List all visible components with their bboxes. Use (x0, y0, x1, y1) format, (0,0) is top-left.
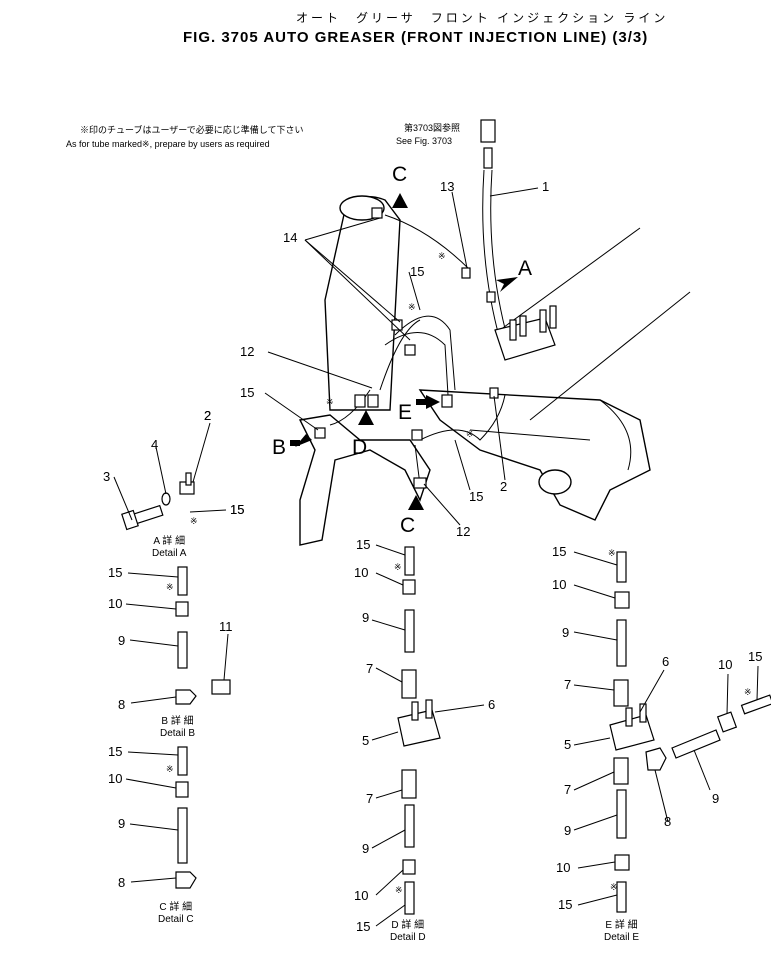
detail-a-callout-15: 15 (230, 502, 245, 517)
detail-c-callout-15: 15 (108, 744, 123, 759)
tube-mark-4: ※ (466, 429, 474, 439)
detail-b-caption-japanese: B 詳 細 (161, 716, 194, 727)
callout-12-left: 12 (240, 344, 255, 359)
detail-e-drawing (573, 551, 771, 913)
detail-b-callout-11: 11 (219, 619, 233, 634)
view-label-d: D (352, 436, 368, 459)
detail-e-callout-8: 8 (664, 814, 672, 829)
detail-a-callout-2: 2 (204, 408, 212, 423)
detail-d-callout-9-bottom: 9 (362, 841, 370, 856)
detail-e-caption-japanese: E 詳 細 (605, 920, 638, 931)
detail-e-callout-15-side: 15 (748, 649, 763, 664)
detail-b-drawing (125, 566, 231, 705)
detail-e-tube-mark-side: ※ (744, 687, 752, 697)
callout-15-top: 15 (410, 264, 425, 279)
detail-e-callout-6: 6 (662, 654, 670, 669)
detail-e-callout-5: 5 (564, 737, 572, 752)
callout-13: 13 (440, 179, 455, 194)
detail-b-callout-8: 8 (118, 697, 126, 712)
detail-d-drawing (371, 544, 485, 927)
detail-a-caption: A 詳 細 Detail A (152, 536, 186, 559)
callout-2-detail-a: 2 (204, 408, 212, 423)
reference-note-japanese: 第3703図参照 (404, 123, 461, 133)
view-arrows (290, 193, 518, 510)
detail-c-tube-mark: ※ (166, 764, 174, 774)
detail-e-tube-mark-top: ※ (608, 548, 616, 558)
detail-d-callout-10-bottom: 10 (354, 888, 369, 903)
detail-e-caption-english: Detail E (604, 931, 640, 943)
reference-note: See Fig. 3703 (396, 136, 453, 146)
front-frame (298, 195, 691, 546)
detail-e-callout-7-top: 7 (564, 677, 572, 692)
callout-1: 1 (542, 179, 550, 194)
view-label-a: A (518, 257, 533, 280)
detail-c-callout-10: 10 (108, 771, 123, 786)
detail-e-callout-10-bottom: 10 (556, 860, 571, 875)
detail-b-tube-mark: ※ (166, 582, 174, 592)
tube-mark-2: ※ (408, 302, 416, 312)
detail-d-callout-9-top: 9 (362, 610, 370, 625)
callout-15-detail-a: 15 (230, 502, 245, 517)
detail-e-callout-9-side: 9 (712, 791, 720, 806)
detail-a-callout-4: 4 (151, 437, 159, 452)
detail-e-callout-7-bottom: 7 (564, 782, 572, 797)
view-label-e: E (398, 401, 413, 424)
detail-d-tube-mark-bottom: ※ (395, 885, 403, 895)
detail-d-callout-6: 6 (488, 697, 496, 712)
view-label-c-bottom: C (400, 514, 416, 537)
detail-c-callout-8: 8 (118, 875, 126, 890)
detail-d-caption-english: Detail D (390, 931, 426, 943)
detail-a-tube-mark: ※ (190, 516, 198, 526)
detail-d-callout-7-bottom: 7 (366, 791, 374, 806)
view-label-b: B (272, 436, 287, 459)
detail-b-callout-15: 15 (108, 565, 123, 580)
leader-lines (264, 187, 539, 526)
detail-a-caption-english: Detail A (152, 547, 187, 559)
callout-14: 14 (283, 230, 298, 245)
figure-title: FIG. 3705 AUTO GREASER (FRONT INJECTION … (183, 29, 649, 46)
callout-15-right: 15 (469, 489, 484, 504)
detail-d-callout-15-top: 15 (356, 537, 371, 552)
detail-e-callout-10-top: 10 (552, 577, 567, 592)
detail-b-callout-9: 9 (118, 633, 126, 648)
detail-d-callout-10-top: 10 (354, 565, 369, 580)
detail-c-callout-9: 9 (118, 816, 126, 831)
callout-2-main: 2 (500, 479, 508, 494)
detail-b-caption: B 詳 細 Detail B (160, 716, 195, 739)
detail-e-callout-9-bottom: 9 (564, 823, 572, 838)
tube-note-japanese: ※印のチューブはユーザーで必要に応じ準備して下さい (80, 125, 304, 135)
callout-15-left: 15 (240, 385, 255, 400)
detail-d-callout-7-top: 7 (366, 661, 374, 676)
detail-e-callout-9-top: 9 (562, 625, 570, 640)
detail-e-tube-mark-bottom: ※ (610, 882, 618, 892)
detail-e-caption: E 詳 細 Detail E (604, 920, 639, 943)
detail-c-caption-english: Detail C (158, 913, 194, 925)
detail-a-caption-japanese: A 詳 細 (153, 536, 186, 547)
tube-mark-1: ※ (438, 251, 446, 261)
detail-a-drawing (113, 422, 227, 531)
detail-b-callout-10: 10 (108, 596, 123, 611)
detail-e-callout-15-bottom: 15 (558, 897, 573, 912)
detail-e-callout-15-top: 15 (552, 544, 567, 559)
grease-hoses (314, 119, 557, 489)
detail-d-caption: D 詳 細 Detail D (390, 920, 426, 943)
detail-d-callout-15-bottom: 15 (356, 919, 371, 934)
detail-c-caption: C 詳 細 Detail C (158, 902, 194, 925)
detail-d-caption-japanese: D 詳 細 (391, 920, 425, 931)
detail-c-caption-japanese: C 詳 細 (159, 902, 193, 913)
detail-d-tube-mark-top: ※ (394, 562, 402, 572)
detail-c-drawing (125, 746, 197, 889)
tube-note: As for tube marked※, prepare by users as… (66, 139, 270, 149)
detail-b-caption-english: Detail B (160, 727, 196, 739)
callout-12-bottom: 12 (456, 524, 471, 539)
tube-mark-3: ※ (326, 397, 334, 407)
title-japanese: オート グリーサ フロント インジェクション ライン (296, 11, 669, 25)
view-label-c-top: C (392, 163, 408, 186)
detail-a-callout-3: 3 (103, 469, 111, 484)
detail-e-callout-10-side: 10 (718, 657, 733, 672)
detail-d-callout-5: 5 (362, 733, 370, 748)
